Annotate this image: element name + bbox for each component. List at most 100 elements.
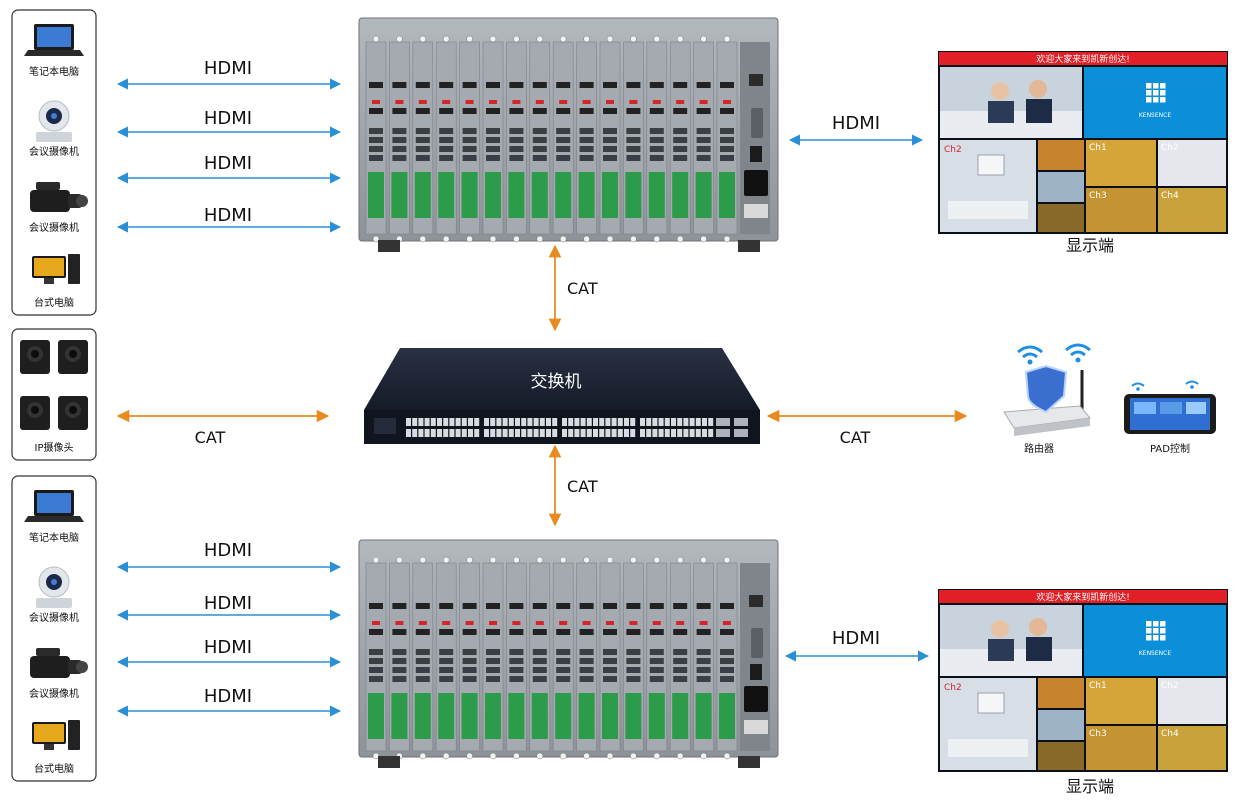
ethernet-port (702, 429, 707, 437)
ethernet-port (568, 418, 574, 426)
laptop-icon (24, 490, 84, 522)
ethernet-port (430, 418, 436, 426)
ethernet-port (502, 429, 508, 437)
ethernet-port (605, 418, 611, 426)
brand-logo-icon (1160, 97, 1166, 103)
ethernet-port (580, 418, 586, 426)
video-tile (1038, 140, 1084, 170)
ip-camera-label: IP摄像头 (35, 441, 74, 454)
ethernet-port (658, 418, 664, 426)
display-banner (939, 52, 1227, 65)
brand-logo-icon (1146, 621, 1152, 627)
ethernet-port (640, 429, 645, 437)
hdmi-label: HDMI (204, 637, 252, 658)
ethernet-port (406, 429, 411, 437)
ethernet-port (646, 429, 652, 437)
ethernet-port (574, 429, 580, 437)
cat-link-top: CAT (548, 244, 598, 332)
ethernet-port (474, 429, 480, 437)
io-card-slots (365, 556, 738, 760)
ethernet-port (671, 429, 676, 437)
ethernet-port (683, 418, 689, 426)
io-card (552, 556, 574, 760)
ethernet-port (658, 429, 664, 437)
ethernet-port (580, 429, 586, 437)
hdmi-links-top: HDMI HDMI HDMI HDMI (116, 58, 342, 233)
brand-logo-icon (1146, 97, 1152, 103)
io-card (693, 35, 714, 243)
io-card (646, 35, 668, 243)
channel-label: Ch4 (1161, 191, 1179, 201)
source-label-camera-2: 会议摄像机 (29, 221, 79, 234)
cat-link-bottom: CAT (548, 444, 598, 527)
ethernet-port (586, 418, 592, 426)
channel-label: Ch2 (1161, 681, 1179, 691)
source-panel-bottom: 笔记本电脑 会议摄像机 会议摄像机 台式电脑 (11, 475, 97, 782)
ptz-camera-icon (36, 566, 72, 608)
source-label-camera-1: 会议摄像机 (29, 611, 79, 624)
io-card (716, 35, 738, 243)
ip-camera-icon (20, 340, 88, 430)
ethernet-port (652, 418, 658, 426)
cat-label: CAT (567, 477, 598, 496)
ethernet-port (593, 429, 598, 437)
channel-label: Ch2 (1161, 143, 1179, 153)
cat-label: CAT (840, 428, 871, 447)
hdmi-label: HDMI (204, 593, 252, 614)
channel-label: Ch2 (944, 145, 962, 155)
display-label: 显示端 (1066, 236, 1114, 255)
ethernet-port (412, 429, 418, 437)
camcorder-icon (30, 648, 88, 678)
sfp-port (716, 418, 730, 426)
ethernet-port (468, 418, 473, 426)
io-card (716, 556, 738, 760)
sfp-port (716, 429, 730, 437)
desktop-pc-icon (32, 254, 80, 284)
source-label-laptop: 笔记本电脑 (29, 531, 79, 544)
hdmi-label: HDMI (204, 205, 252, 226)
ethernet-port (689, 418, 695, 426)
ethernet-port (617, 418, 623, 426)
io-card (506, 35, 527, 243)
ethernet-port (652, 429, 658, 437)
channel-label: Ch4 (1161, 729, 1179, 739)
brand-logo-icon (1153, 90, 1159, 96)
brand-logo-icon (1160, 83, 1166, 89)
router-label: 路由器 (1024, 442, 1054, 455)
io-card (599, 556, 621, 760)
io-card (646, 556, 668, 760)
io-card (623, 556, 644, 760)
ethernet-port (508, 418, 514, 426)
ethernet-port (630, 418, 636, 426)
ethernet-port (624, 429, 629, 437)
ethernet-port (424, 429, 430, 437)
source-panel-top: 笔记本电脑 会议摄像机 会议摄像机 台式电脑 (11, 9, 97, 316)
ethernet-port (484, 429, 489, 437)
ethernet-port (484, 418, 489, 426)
hdmi-link-display-top: HDMI (788, 113, 924, 146)
ethernet-port (708, 429, 714, 437)
io-card (389, 35, 410, 243)
ethernet-port (443, 429, 449, 437)
io-card (693, 556, 714, 760)
banner-text: 欢迎大家来到凯新创达! (1036, 591, 1130, 603)
pad-label: PAD控制 (1150, 442, 1190, 455)
io-card (459, 35, 480, 243)
io-card (576, 556, 597, 760)
video-tile (1086, 188, 1156, 232)
io-card (365, 35, 387, 243)
io-card (599, 35, 621, 243)
video-tile (1158, 140, 1226, 186)
io-card (365, 556, 387, 760)
hdmi-label: HDMI (832, 113, 880, 134)
ethernet-port (521, 429, 527, 437)
hdmi-links-bottom: HDMI HDMI HDMI HDMI (116, 540, 342, 717)
ethernet-port (418, 429, 424, 437)
cat-link-ip-camera: CAT (116, 409, 330, 447)
brand-logo-icon (1160, 628, 1166, 634)
channel-label: Ch2 (944, 683, 962, 693)
io-card (389, 556, 410, 760)
channel-label: Ch1 (1089, 681, 1107, 691)
io-card (459, 556, 480, 760)
